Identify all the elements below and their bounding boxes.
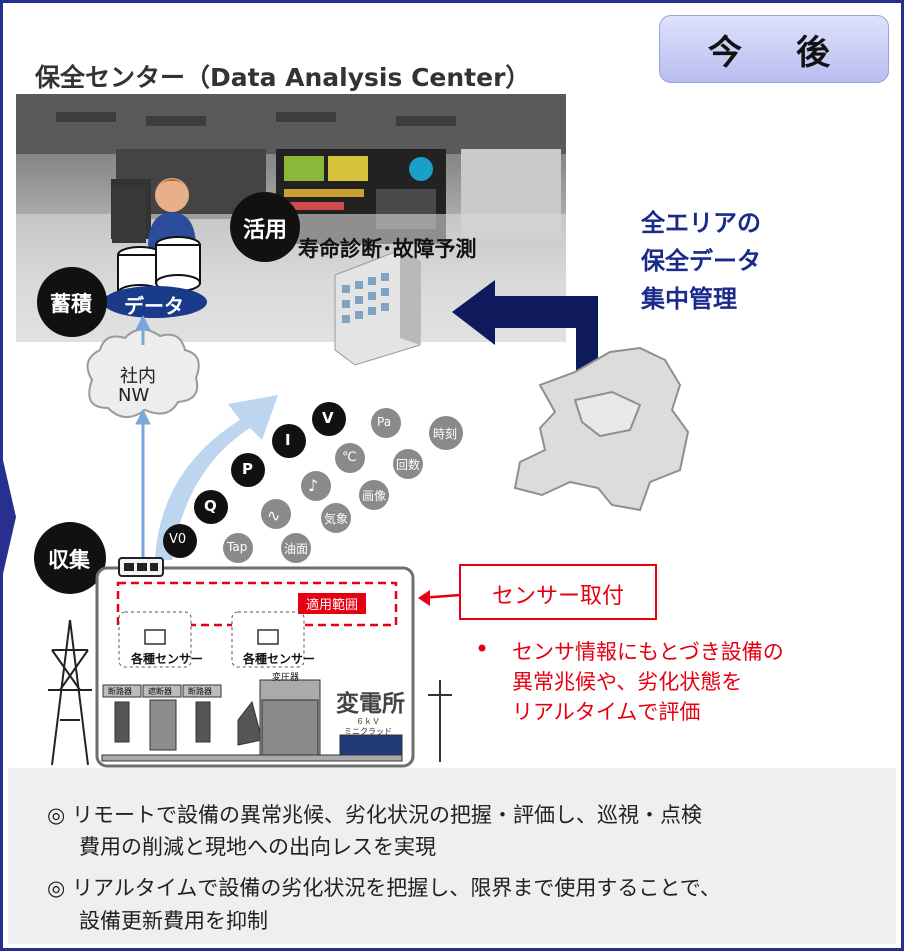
- breaker-label-1: 断路器: [108, 687, 132, 696]
- measure-v: V: [322, 409, 334, 427]
- benefit-line-1: ◎ リモートで設備の異常兆候、劣化状況の把握・評価し、巡視・点検: [47, 803, 702, 827]
- network-line1: 社内: [120, 366, 156, 387]
- scope-label: 適用範囲: [298, 593, 367, 614]
- sensor-label-1: 各種センサー: [131, 652, 204, 666]
- sensor-attach-box: [459, 564, 657, 620]
- sensor-box-2: [231, 611, 305, 668]
- sensor-bullet-line1: センサ情報にもとづき設備の: [512, 640, 784, 664]
- measure-oil: 油面: [284, 542, 309, 556]
- utilize-label: 活用: [243, 218, 288, 243]
- measure-weather: 気象: [324, 512, 349, 526]
- left-edge-arrow: [0, 447, 16, 587]
- sensor-bullet-line3: リアルタイムで評価: [512, 700, 701, 724]
- measure-pa: Pa: [377, 415, 392, 429]
- measure-p: P: [242, 460, 253, 478]
- switchgear-label-2: ミニクラッド: [344, 727, 392, 736]
- sensor-label-2: 各種センサー: [243, 652, 316, 666]
- substation-label: 変電所: [336, 691, 405, 717]
- transformer-label: 変圧器: [272, 673, 300, 683]
- store-label: 蓄積: [50, 292, 92, 316]
- centralized-line1: 全エリアの: [641, 209, 761, 237]
- utilize-badge: [230, 192, 300, 262]
- data-band: [103, 286, 207, 318]
- measure-wave-icon: ∿: [267, 506, 281, 525]
- diagnosis-label: 寿命診断･故障予測: [298, 237, 477, 261]
- measure-temp: ℃: [342, 450, 357, 465]
- measure-i: I: [285, 431, 291, 449]
- transmission-tower-icon: [48, 619, 92, 766]
- centralized-line2: 保全データ: [641, 247, 761, 275]
- sensor-box-1: [118, 611, 192, 668]
- future-tag: 今 後: [659, 15, 889, 83]
- measure-v0: V0: [169, 532, 187, 547]
- breaker-label-3: 断路器: [188, 687, 212, 696]
- measure-sound: ♪: [308, 476, 319, 495]
- measurement-icons: [163, 402, 463, 563]
- measure-tap: Tap: [227, 540, 248, 554]
- bullet-dot: [478, 644, 486, 652]
- network-line2: NW: [118, 385, 150, 406]
- measure-q: Q: [204, 497, 217, 515]
- measure-image: 画像: [362, 489, 387, 503]
- center-title: 保全センター（Data Analysis Center）: [35, 63, 531, 92]
- utility-pole-icon: [428, 680, 452, 762]
- benefit-line-3: ◎ リアルタイムで設備の劣化状況を把握し、限界まで使用することで、: [47, 876, 721, 900]
- collect-badge: [34, 522, 106, 594]
- benefit-line-2: 費用の削減と現地への出向レスを実現: [79, 835, 436, 859]
- sensor-attach-label: センサー取付: [492, 584, 625, 609]
- sensor-bullet-line2: 異常兆候や、劣化状態を: [512, 670, 743, 694]
- network-cloud-icon: [86, 328, 200, 418]
- measure-time: 時刻: [433, 427, 458, 441]
- collect-label: 収集: [48, 548, 90, 572]
- breaker-label-2: 遮断器: [148, 687, 172, 696]
- benefit-line-4: 設備更新費用を抑制: [79, 909, 268, 933]
- kanto-map: [513, 346, 690, 512]
- centralized-line3: 集中管理: [641, 285, 737, 313]
- building-icon: [334, 249, 421, 366]
- benefits-panel: [8, 768, 896, 944]
- store-badge: [37, 267, 107, 337]
- substation-equipment: [101, 679, 403, 762]
- switchgear-label-1: ６ｋＶ: [356, 717, 380, 726]
- data-label: データ: [124, 294, 184, 318]
- measure-count: 回数: [396, 458, 421, 472]
